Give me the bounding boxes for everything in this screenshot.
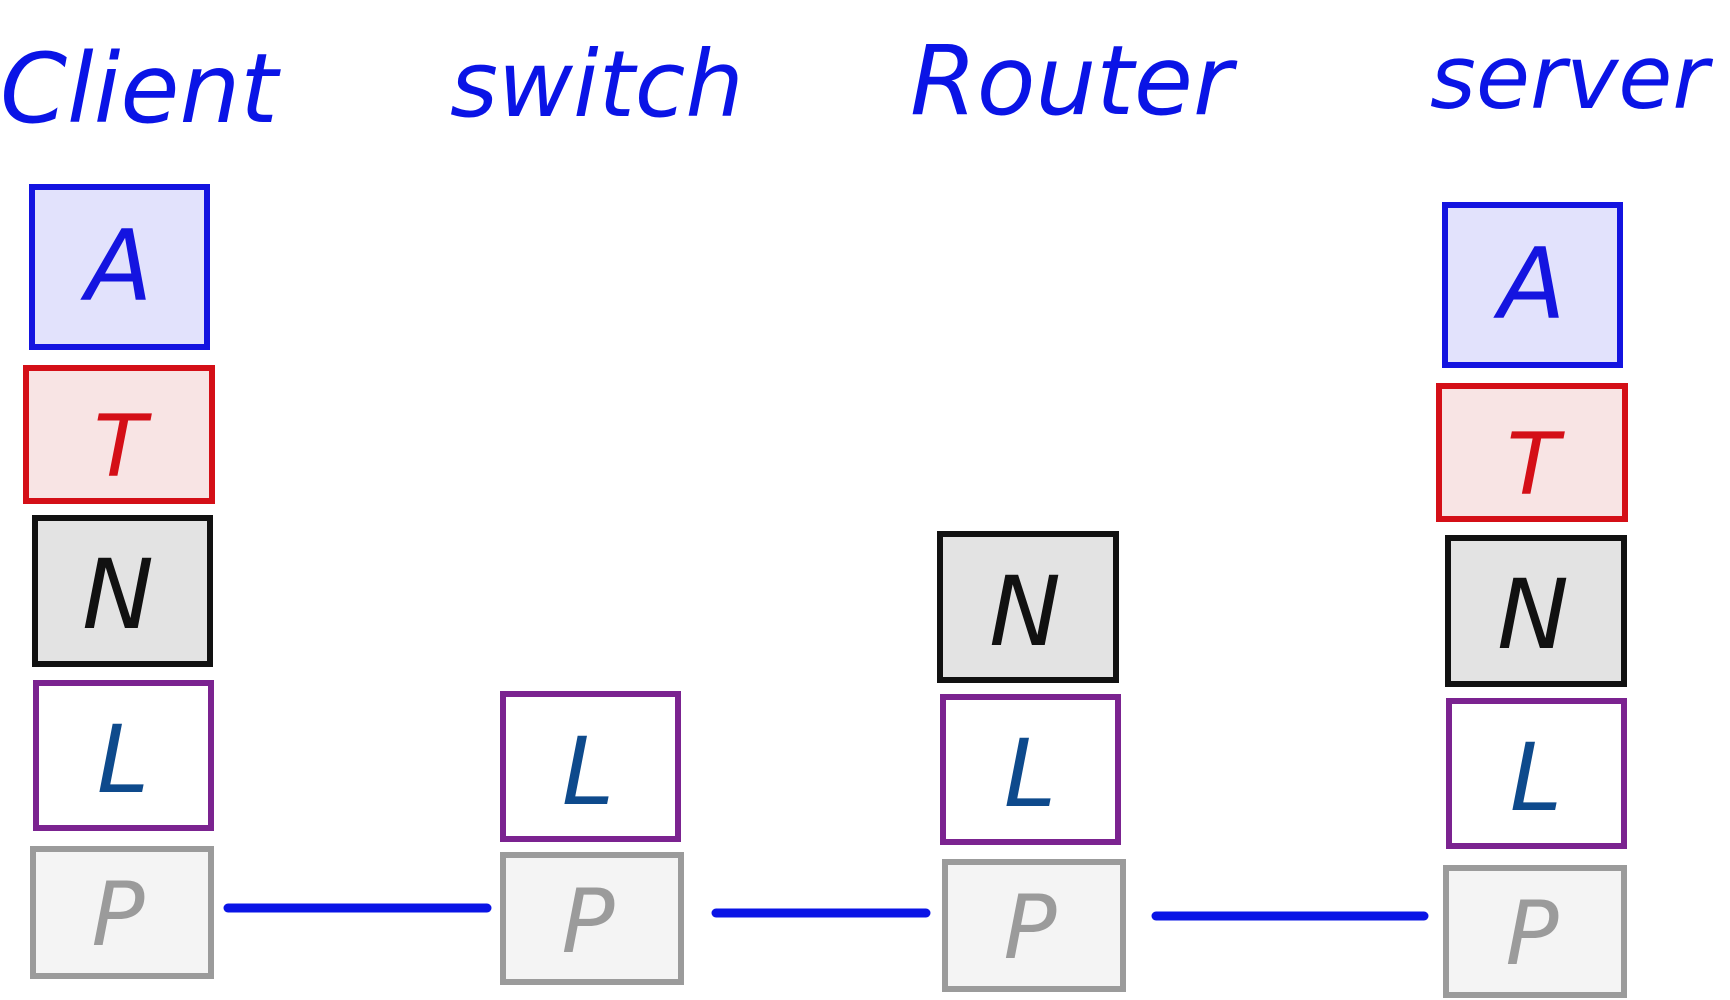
layer-box-physical bbox=[942, 859, 1126, 992]
node-title-client: Client bbox=[0, 33, 281, 145]
layer-box-link bbox=[500, 691, 681, 842]
layer-label-link: L bbox=[1510, 724, 1562, 833]
layer-box-transport bbox=[1436, 383, 1628, 522]
layer-box-physical bbox=[30, 846, 214, 979]
layer-label-physical: P bbox=[561, 870, 614, 973]
layer-label-physical: P bbox=[1505, 882, 1558, 985]
node-title-server: server bbox=[1430, 26, 1713, 129]
layer-label-network: N bbox=[1497, 559, 1569, 671]
layer-box-network bbox=[1445, 535, 1627, 687]
layer-box-link bbox=[940, 694, 1121, 845]
layer-label-link: L bbox=[1004, 720, 1056, 829]
layer-box-network bbox=[32, 515, 213, 667]
layer-box-network bbox=[937, 531, 1119, 683]
layer-label-physical: P bbox=[91, 863, 144, 966]
layer-box-physical bbox=[500, 852, 684, 985]
layer-box-transport bbox=[23, 365, 215, 504]
layer-label-application: A bbox=[79, 210, 152, 324]
node-title-switch: switch bbox=[450, 31, 744, 138]
layer-box-link bbox=[33, 680, 214, 831]
layer-label-link: L bbox=[97, 706, 149, 815]
node-title-router: Router bbox=[910, 25, 1238, 137]
layer-label-transport: T bbox=[1507, 415, 1566, 515]
layer-label-network: N bbox=[989, 556, 1061, 668]
layer-box-physical bbox=[1443, 865, 1627, 998]
layer-label-application: A bbox=[1492, 228, 1565, 342]
layer-box-application bbox=[1442, 202, 1623, 368]
layer-label-physical: P bbox=[1003, 876, 1056, 979]
layer-box-link bbox=[1446, 698, 1627, 849]
stack-switch: L P bbox=[500, 691, 684, 985]
stack-client: A T N L P bbox=[23, 184, 215, 979]
layer-label-link: L bbox=[562, 718, 614, 827]
layer-label-network: N bbox=[82, 539, 154, 651]
layer-label-transport: T bbox=[94, 397, 153, 497]
stack-server: A T N L P bbox=[1436, 202, 1628, 998]
stack-router: N L P bbox=[937, 531, 1126, 992]
layer-box-application bbox=[29, 184, 210, 350]
